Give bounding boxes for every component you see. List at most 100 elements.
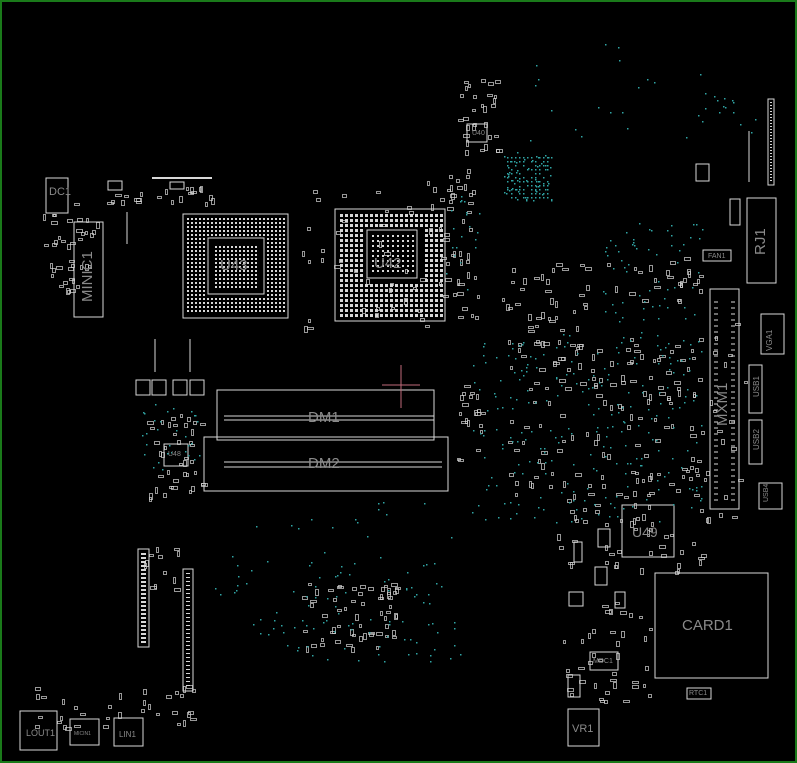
- smd-component: [467, 169, 471, 174]
- u43-pad: [243, 258, 245, 260]
- smd-component: [69, 260, 75, 263]
- u43-pad: [255, 218, 257, 220]
- u43-pad: [215, 222, 217, 224]
- smd-component: [541, 463, 545, 470]
- u42-pad: [395, 289, 398, 292]
- via-dot: [535, 190, 537, 192]
- smd-component: [534, 342, 541, 346]
- u43-pad: [223, 254, 225, 256]
- right-connector-pin: [770, 111, 772, 112]
- connector-b-pin: [186, 577, 190, 578]
- via-dot: [167, 453, 169, 455]
- smd-component: [337, 586, 344, 589]
- small-ic: [567, 674, 581, 698]
- via-dot: [509, 172, 511, 174]
- u43-pad: [243, 298, 245, 300]
- via-dot: [545, 189, 547, 191]
- u43-pad: [231, 266, 233, 268]
- label-u49: U49: [632, 524, 658, 540]
- u43-pad: [247, 226, 249, 228]
- smd-component: [559, 379, 566, 383]
- u43-pad: [279, 258, 281, 260]
- u43-pad: [199, 274, 201, 276]
- smd-component: [675, 571, 679, 575]
- u43-pad: [215, 218, 217, 220]
- u43-pad: [199, 238, 201, 240]
- u43-pad: [207, 234, 209, 236]
- u42-pad: [420, 214, 423, 217]
- smd-component: [443, 295, 449, 298]
- u43-pad: [283, 250, 285, 252]
- u43-pad: [231, 226, 233, 228]
- u42-pad: [410, 294, 413, 297]
- connector-a-pin: [141, 609, 146, 611]
- via-dot: [603, 446, 605, 448]
- smd-component: [171, 200, 174, 205]
- smd-component: [687, 367, 690, 372]
- via-dot: [732, 100, 734, 102]
- via-dot: [526, 371, 528, 373]
- u43-pad: [279, 302, 281, 304]
- u43-pad: [271, 238, 273, 240]
- u43-pad: [203, 246, 205, 248]
- u42-pad: [385, 214, 388, 217]
- via-dot: [477, 232, 479, 234]
- via-dot: [336, 596, 338, 598]
- right-connector-pin: [770, 105, 772, 106]
- via-dot: [648, 432, 650, 434]
- u43-pad: [223, 286, 225, 288]
- via-dot: [256, 526, 258, 528]
- via-dot: [642, 385, 644, 387]
- u43-pad: [199, 286, 201, 288]
- via-dot: [547, 165, 549, 167]
- card1-outline: [654, 572, 769, 679]
- via-dot: [576, 509, 578, 511]
- u42-pad: [435, 269, 438, 272]
- via-dot: [536, 367, 538, 369]
- u42-pad: [385, 219, 388, 222]
- via-dot: [627, 128, 629, 130]
- smd-component: [570, 562, 573, 569]
- smd-component: [610, 679, 617, 682]
- smd-component: [670, 534, 674, 537]
- via-dot: [171, 452, 173, 454]
- u42-pad: [440, 309, 443, 312]
- smd-component: [536, 317, 542, 320]
- smd-component: [592, 354, 595, 361]
- u43-pad: [263, 230, 265, 232]
- u42-pad: [360, 224, 363, 227]
- u42-outline: [334, 208, 446, 322]
- via-dot: [522, 473, 524, 475]
- smd-component: [556, 263, 563, 267]
- smd-component: [444, 233, 450, 237]
- smd-component: [627, 425, 631, 430]
- u43-pad: [275, 250, 277, 252]
- u43-pad: [191, 306, 193, 308]
- smd-component: [612, 672, 617, 676]
- via-dot: [515, 177, 517, 179]
- u43-pad: [251, 234, 253, 236]
- via-dot: [651, 418, 653, 420]
- via-dot: [404, 639, 406, 641]
- smd-component: [103, 725, 109, 729]
- u42-pad: [430, 279, 433, 282]
- u42-pad: [365, 299, 368, 302]
- via-dot: [543, 197, 545, 199]
- via-dot: [308, 605, 310, 607]
- label-dm2: DM2: [308, 455, 340, 472]
- via-dot: [668, 343, 670, 345]
- u43-pad: [223, 262, 225, 264]
- smd-component: [494, 95, 497, 99]
- u43-pad: [195, 234, 197, 236]
- u42-pad: [405, 219, 408, 222]
- via-dot: [160, 421, 162, 423]
- u43-pad: [255, 278, 257, 280]
- via-dot: [495, 396, 497, 398]
- smd-component: [177, 551, 180, 557]
- via-dot: [535, 197, 537, 199]
- via-dot: [618, 47, 620, 49]
- right-connector-pin: [770, 126, 772, 127]
- smd-component: [598, 659, 603, 662]
- u43-pad: [195, 274, 197, 276]
- u43-pad: [211, 234, 213, 236]
